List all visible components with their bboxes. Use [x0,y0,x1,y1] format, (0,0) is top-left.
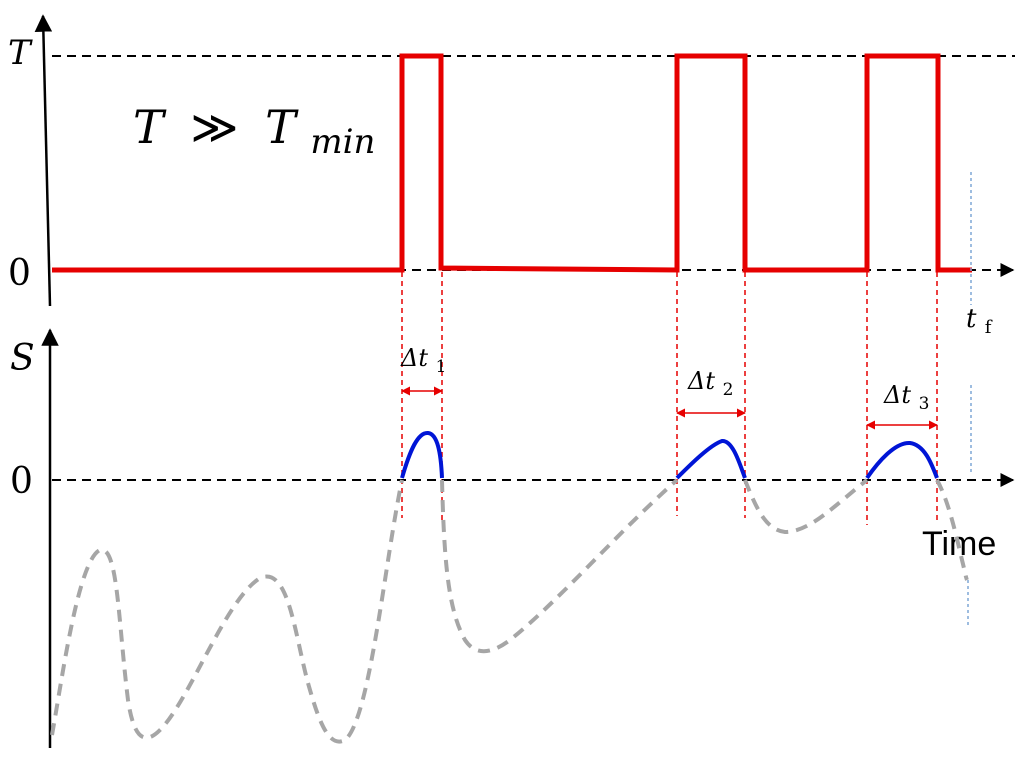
top-y-tick-T: T [8,33,33,73]
interval-label-2: Δt 2 [687,367,733,400]
interval-3-base: Δt [883,381,911,409]
temperature-pulse-train [52,53,972,273]
interval-3-sub: 3 [919,394,930,414]
final-time-sub: f [985,317,993,338]
final-time-base: t [966,304,977,334]
interval-2-sub: 2 [723,380,734,400]
final-time-label: t f [966,304,993,338]
bottom-y-tick-zero: 0 [10,461,33,502]
interval-1-base: Δt [400,344,428,372]
entropy-background-curve [50,478,969,744]
top-y-tick-zero: 0 [8,253,31,294]
interval-2-base: Δt [687,367,715,395]
svg-text:T ≫ T min: T ≫ T min [133,100,375,162]
bottom-y-label-S: S [10,338,35,379]
top-y-axis [34,14,53,307]
window-markers [401,272,938,525]
condition-relation: ≫ [190,100,238,154]
condition-lhs: T [133,100,167,154]
entropy-segment-1 [400,431,444,479]
interval-label-1: Δt 1 [400,344,446,377]
condition-rhs-sub: min [310,122,375,162]
entropy-segment-3 [865,441,939,480]
condition-label: T ≫ T min [133,100,375,162]
entropy-segment-2 [675,439,747,480]
interval-label-3: Δt 3 [883,381,929,414]
condition-rhs-base: T [265,100,299,154]
interval-1-sub: 1 [436,357,447,377]
